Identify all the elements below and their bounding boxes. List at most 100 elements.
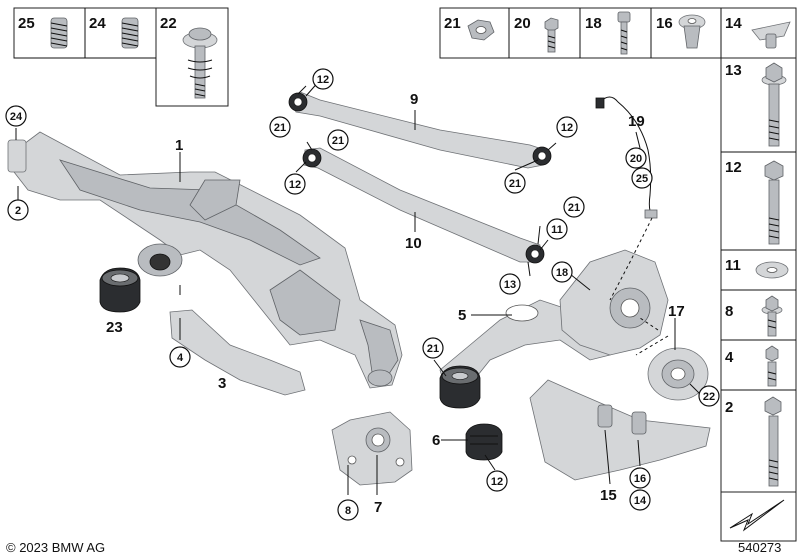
part-label-21: 21 xyxy=(444,15,461,32)
part-label-2: 2 xyxy=(725,399,733,416)
label-support-bracket: 3 xyxy=(218,375,226,392)
part-label-16: 16 xyxy=(656,15,673,32)
part-label-4: 4 xyxy=(725,349,734,366)
label-sensor-cable: 19 xyxy=(628,113,645,130)
label-wheel-hub: 17 xyxy=(668,303,685,320)
svg-text:16: 16 xyxy=(634,473,646,485)
diagram-number: 540273 xyxy=(738,540,782,555)
hex-socket-bolt-with-spring-icon xyxy=(182,27,218,99)
rear-axle-carrier xyxy=(7,131,403,389)
part-label-18: 18 xyxy=(585,15,602,32)
part-label-8: 8 xyxy=(725,303,733,320)
label-mounting-plate: 7 xyxy=(374,499,382,516)
svg-text:12: 12 xyxy=(289,179,301,191)
mounting-plate xyxy=(331,411,413,486)
svg-text:18: 18 xyxy=(556,267,568,279)
hex-bolt-icon xyxy=(617,11,631,55)
clip-nut-icon xyxy=(678,14,706,49)
svg-text:21: 21 xyxy=(427,343,439,355)
direction-arrow-box xyxy=(720,491,797,542)
side-parts-column xyxy=(720,57,797,542)
svg-text:21: 21 xyxy=(274,122,286,134)
copyright-notice: © 2023 BMW AG xyxy=(6,540,106,555)
callout-16: 16 xyxy=(629,467,651,489)
part-label-24: 24 xyxy=(89,15,106,32)
callout-12-upper-arm-left: 12 xyxy=(312,68,334,90)
callout-20: 20 xyxy=(625,147,647,169)
part-label-14: 14 xyxy=(725,15,742,32)
svg-text:14: 14 xyxy=(634,495,647,507)
callout-21-lower-arm-left: 21 xyxy=(327,129,349,151)
callout-4: 4 xyxy=(169,346,191,368)
hex-bolt-icon xyxy=(544,17,559,53)
label-lower-control-arm: 10 xyxy=(405,235,422,252)
svg-text:22: 22 xyxy=(703,391,715,403)
wheel-carrier xyxy=(559,249,669,356)
header-parts-right xyxy=(439,7,797,59)
hex-bolt-icon xyxy=(765,345,779,387)
long-bolt-icon xyxy=(764,396,782,487)
callout-11: 11 xyxy=(546,218,568,240)
washer-clip-icon xyxy=(751,21,791,49)
svg-text:25: 25 xyxy=(636,173,648,185)
hex-nut-icon xyxy=(467,19,495,41)
label-wishbone: 5 xyxy=(458,307,466,324)
svg-text:8: 8 xyxy=(345,505,351,517)
lower-control-arm xyxy=(302,147,545,264)
threaded-insert-icon xyxy=(50,17,68,49)
svg-text:11: 11 xyxy=(551,224,563,236)
label-axle-carrier: 1 xyxy=(175,137,183,154)
wishbone-bushing xyxy=(439,365,481,409)
callout-21-upper-arm-left: 21 xyxy=(269,116,291,138)
svg-text:24: 24 xyxy=(10,111,23,123)
svg-text:21: 21 xyxy=(509,178,521,190)
callout-12-upper-arm-right: 12 xyxy=(556,116,578,138)
threaded-insert-icon xyxy=(121,17,139,49)
svg-text:12: 12 xyxy=(317,74,329,86)
svg-text:12: 12 xyxy=(561,122,573,134)
callout-8: 8 xyxy=(337,499,359,521)
callout-21-upper-arm-right: 21 xyxy=(504,172,526,194)
part-label-25: 25 xyxy=(18,15,35,32)
wear-sensor-cable xyxy=(595,96,658,301)
callout-18: 18 xyxy=(551,261,573,283)
arrow-icon xyxy=(729,499,785,532)
label-rubber-bushing: 23 xyxy=(106,319,123,336)
upper-control-arm xyxy=(288,91,552,169)
part-label-20: 20 xyxy=(514,15,531,32)
part-label-11: 11 xyxy=(725,257,741,274)
svg-text:21: 21 xyxy=(568,202,580,214)
part-label-12: 12 xyxy=(725,159,742,176)
callout-24: 24 xyxy=(5,105,27,127)
part-label-22: 22 xyxy=(160,15,177,32)
svg-text:2: 2 xyxy=(15,205,21,217)
long-bolt-icon xyxy=(764,160,784,245)
callout-12-rubber-mount: 12 xyxy=(486,470,508,492)
leader-lines xyxy=(15,79,701,495)
label-rubber-mount: 6 xyxy=(432,432,440,449)
washer-icon xyxy=(755,261,789,279)
callout-21-lower-arm-right: 21 xyxy=(563,196,585,218)
part-label-13: 13 xyxy=(725,62,742,79)
label-protective-shield: 15 xyxy=(600,487,617,504)
callout-21-wishbone: 21 xyxy=(422,337,444,359)
flange-bolt-icon xyxy=(761,295,783,337)
label-upper-control-arm: 9 xyxy=(410,91,418,108)
long-bolt-with-washer-icon xyxy=(761,62,787,147)
rubber-mount xyxy=(465,423,503,461)
svg-text:20: 20 xyxy=(630,153,642,165)
wheel-hub xyxy=(647,347,709,401)
support-bracket xyxy=(169,309,306,396)
svg-text:21: 21 xyxy=(332,135,344,147)
callout-22: 22 xyxy=(698,385,720,407)
callout-12-lower-arm-left: 12 xyxy=(284,173,306,195)
svg-text:12: 12 xyxy=(491,476,503,488)
callout-2: 2 xyxy=(7,199,29,221)
rubber-bushing xyxy=(99,267,141,313)
svg-text:4: 4 xyxy=(177,352,184,364)
svg-text:13: 13 xyxy=(504,279,516,291)
callout-13: 13 xyxy=(499,273,521,295)
protective-shield xyxy=(529,379,711,481)
callout-14: 14 xyxy=(629,489,651,511)
